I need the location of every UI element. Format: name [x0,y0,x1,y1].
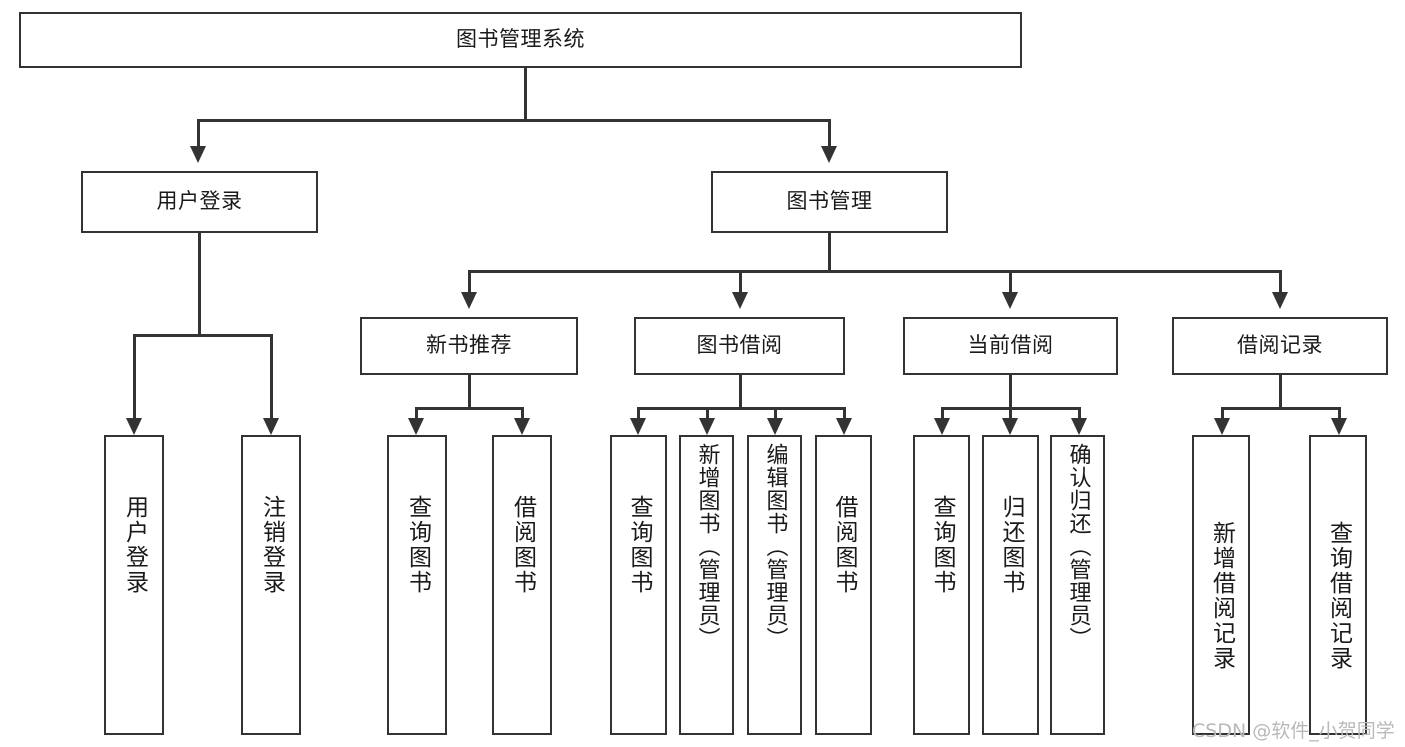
leaf-borrow-borrow-book[interactable]: 借阅图书 [815,435,872,735]
node-label: 确认归还（管理员） [1065,443,1091,650]
connector-book-manage-stem [828,233,831,271]
connector-borrow-record-stem [1279,375,1282,408]
node-label: 借阅图书 [509,495,536,595]
arrowhead-book-borrow-leaf4 [836,418,852,435]
connector-root-stem [524,68,527,120]
connector-new-book-leaf1 [415,407,418,418]
node-label: 图书借阅 [696,333,783,358]
arrowhead-user-login-leaf2 [263,418,279,435]
node-label: 借阅记录 [1237,333,1323,358]
node-label: 查询图书 [929,495,955,595]
node-label: 查询图书 [404,495,431,595]
node-label: 查询借阅记录 [1325,521,1352,671]
node-root-book-management-system[interactable]: 图书管理系统 [19,12,1022,68]
leaf-user-login[interactable]: 用户登录 [104,435,164,735]
connector-current-borrow-leaf3 [1078,407,1081,418]
arrowhead-borrow-record-leaf1 [1214,418,1230,435]
leaf-new-book-query[interactable]: 查询图书 [387,435,447,735]
connector-user-login-stem [198,233,201,335]
leaf-borrow-add-book-admin[interactable]: 新增图书（管理员） [679,435,734,735]
arrowhead-to-new-book-recommend [461,292,477,309]
node-label: 图书管理 [786,189,873,214]
arrowhead-root-to-book-manage [821,146,837,163]
node-label: 查询图书 [626,495,652,595]
node-label: 新书推荐 [426,333,512,358]
node-label: 用户登录 [156,189,243,214]
connector-user-login-bus [133,334,270,337]
arrowhead-book-borrow-leaf2 [699,418,715,435]
arrowhead-to-current-borrow [1002,292,1018,309]
connector-borrow-record-leaf1 [1221,407,1224,418]
arrowhead-borrow-record-leaf2 [1331,418,1347,435]
connector-new-book-bus [415,407,521,410]
node-label: 归还图书 [998,495,1024,595]
connector-to-new-book-recommend [468,270,471,292]
leaf-record-add-borrow-record[interactable]: 新增借阅记录 [1192,435,1250,735]
arrowhead-book-borrow-leaf1 [630,418,646,435]
watermark-csdn: CSDN @软件_小贺同学 [1192,720,1395,742]
connector-user-login-leaf1 [133,334,136,418]
node-label: 编辑图书（管理员） [762,443,788,650]
connector-root-to-user-login [197,119,200,146]
node-book-management[interactable]: 图书管理 [711,171,948,233]
arrowhead-current-borrow-leaf3 [1071,418,1087,435]
connector-book-borrow-stem [739,375,742,408]
node-current-borrow[interactable]: 当前借阅 [903,317,1118,375]
connector-borrow-record-leaf2 [1338,407,1341,418]
node-label: 当前借阅 [967,333,1054,358]
arrowhead-user-login-leaf1 [126,418,142,435]
leaf-borrow-edit-book-admin[interactable]: 编辑图书（管理员） [747,435,802,735]
connector-book-borrow-leaf4 [843,407,846,418]
node-borrow-record[interactable]: 借阅记录 [1172,317,1388,375]
connector-new-book-leaf2 [521,407,524,418]
connector-user-login-leaf2 [270,334,273,418]
connector-to-book-borrow [739,270,742,292]
node-new-book-recommend[interactable]: 新书推荐 [360,317,578,375]
leaf-new-book-borrow[interactable]: 借阅图书 [492,435,552,735]
leaf-current-return-book[interactable]: 归还图书 [982,435,1039,735]
node-label: 用户登录 [121,495,148,595]
arrowhead-new-book-leaf1 [408,418,424,435]
connector-current-borrow-leaf1 [941,407,944,418]
connector-current-borrow-stem [1009,375,1012,408]
connector-level2-bus [468,270,1280,273]
node-label: 借阅图书 [831,495,857,595]
arrowhead-to-borrow-record [1272,292,1288,309]
connector-to-borrow-record [1279,270,1282,292]
arrowhead-to-book-borrow [732,292,748,309]
connector-current-borrow-leaf2 [1009,407,1012,418]
leaf-logout-login[interactable]: 注销登录 [241,435,301,735]
connector-book-borrow-leaf1 [637,407,640,418]
connector-root-to-book-manage [828,119,831,146]
connector-book-borrow-leaf2 [706,407,709,418]
connector-borrow-record-bus [1221,407,1338,410]
connector-to-current-borrow [1009,270,1012,292]
connector-level1-bus [197,119,829,122]
node-label: 新增图书（管理员） [694,443,720,650]
node-label: 图书管理系统 [456,27,585,52]
arrowhead-book-borrow-leaf3 [767,418,783,435]
connector-book-borrow-bus [637,407,844,410]
node-book-borrow[interactable]: 图书借阅 [634,317,845,375]
node-label: 注销登录 [258,495,285,595]
leaf-borrow-query-book[interactable]: 查询图书 [610,435,667,735]
arrowhead-current-borrow-leaf1 [934,418,950,435]
connector-new-book-stem [468,375,471,408]
leaf-record-query-borrow-record[interactable]: 查询借阅记录 [1309,435,1367,735]
node-user-login[interactable]: 用户登录 [81,171,318,233]
leaf-current-query-book[interactable]: 查询图书 [913,435,970,735]
arrowhead-root-to-user-login [190,146,206,163]
arrowhead-current-borrow-leaf2 [1002,418,1018,435]
arrowhead-new-book-leaf2 [514,418,530,435]
leaf-current-confirm-return-admin[interactable]: 确认归还（管理员） [1050,435,1105,735]
node-label: 新增借阅记录 [1208,521,1235,671]
connector-book-borrow-leaf3 [774,407,777,418]
